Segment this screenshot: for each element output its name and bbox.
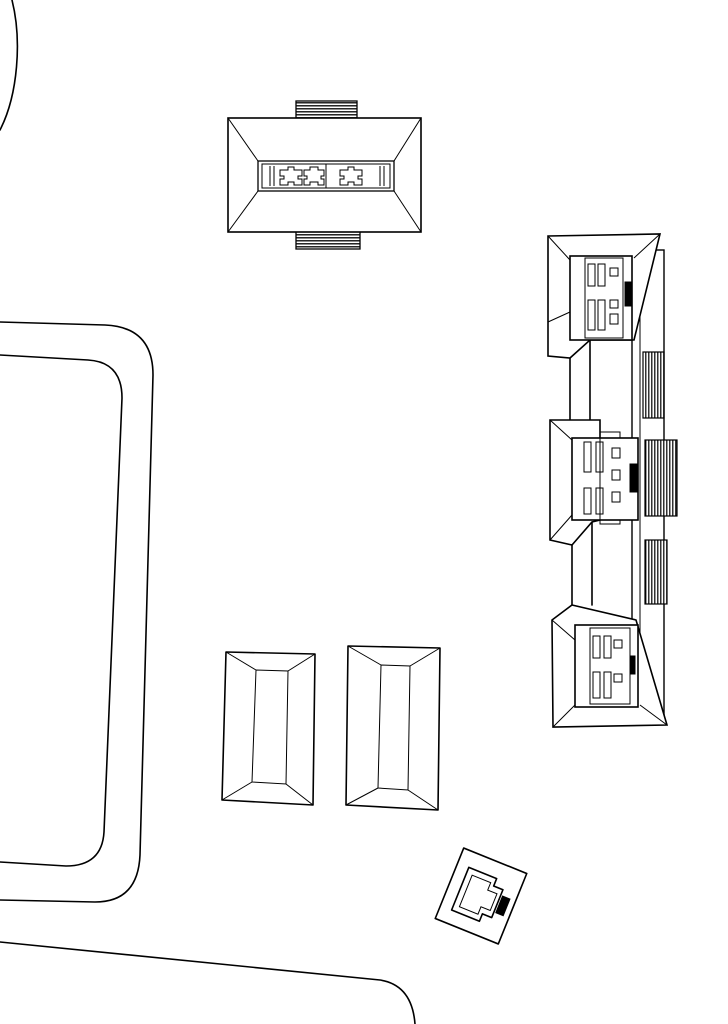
pavilion-ornament-mid: [303, 166, 325, 186]
complex-stair-upper: [642, 351, 665, 419]
hall-top: [547, 233, 662, 359]
rectangular-hip-roof-building-right: [345, 645, 441, 811]
hall-middle: [549, 419, 639, 546]
complex-stair-middle: [644, 439, 678, 517]
small-rotated-building: [434, 847, 528, 945]
hall-bottom-body: [574, 624, 639, 708]
triple-hall-complex: [547, 233, 678, 728]
pavilion-ornament-left: [279, 166, 303, 186]
rounded-ground-inner: [0, 354, 123, 867]
hall-bottom: [551, 604, 669, 728]
complex-stair-lower: [644, 539, 668, 605]
hip-roof-pavilion-with-stairs: [227, 100, 422, 250]
hall-middle-body: [571, 437, 639, 521]
complex-spine-outline: [569, 339, 593, 606]
rounded-ground-outer: [0, 321, 154, 903]
hall-top-body: [569, 255, 633, 341]
curved-path-top-left: [0, 0, 19, 131]
curved-road-bottom: [0, 941, 416, 1024]
rectangular-hip-roof-building-left: [221, 651, 316, 806]
pavilion-ornament-right: [339, 166, 363, 186]
